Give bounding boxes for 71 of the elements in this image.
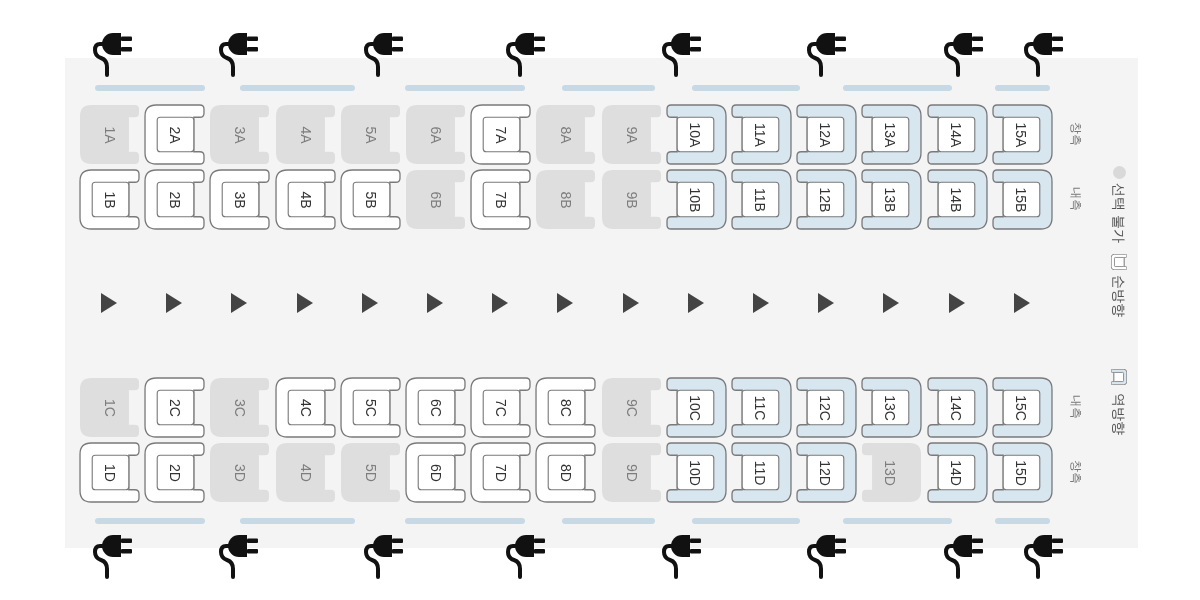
seat bbox=[405, 442, 466, 503]
seat-number: 12A bbox=[818, 122, 833, 147]
seat-number: 5C bbox=[363, 398, 378, 417]
seat-number: 15D bbox=[1013, 459, 1028, 486]
seat-number: 6A bbox=[429, 125, 443, 144]
seat-number: 9A bbox=[624, 125, 639, 144]
seat-number: 6D bbox=[429, 463, 443, 482]
seat-number: 5B bbox=[363, 190, 378, 209]
seat-number: 1B bbox=[103, 190, 117, 209]
seat bbox=[79, 169, 140, 230]
seat-number: 10C bbox=[687, 394, 702, 421]
seat-number: 12C bbox=[818, 394, 833, 421]
seat-number: 3B bbox=[233, 190, 248, 209]
seat-number: 13C bbox=[883, 394, 898, 421]
seat-number: 11A bbox=[753, 122, 767, 147]
seat-number: 11D bbox=[753, 460, 767, 485]
seat-number: 1A bbox=[103, 125, 117, 144]
seat-number: 8B bbox=[559, 190, 574, 209]
seat-number: 7C bbox=[494, 398, 509, 417]
seat-number: 15A bbox=[1013, 122, 1028, 147]
seat-number: 13A bbox=[883, 122, 898, 147]
seat-number: 14B bbox=[948, 187, 963, 212]
side-label: 내측 bbox=[1070, 187, 1082, 211]
seat-number: 13B bbox=[883, 187, 898, 212]
seat-number: 4A bbox=[298, 125, 313, 144]
side-label: 창측 bbox=[1070, 460, 1082, 484]
seat-number: 14D bbox=[948, 459, 963, 486]
seat-number: 8A bbox=[559, 125, 574, 144]
seat-number: 4D bbox=[298, 463, 313, 482]
seat-number: 7A bbox=[494, 125, 509, 144]
side-label: 창측 bbox=[1070, 122, 1082, 146]
seat-number: 8C bbox=[559, 398, 574, 417]
legend-label: 역방향 bbox=[1112, 393, 1126, 435]
seat-number: 12D bbox=[818, 459, 833, 486]
seat-number: 9B bbox=[624, 190, 639, 209]
seat-number: 2B bbox=[168, 190, 183, 209]
seat-number: 12B bbox=[818, 187, 833, 212]
seat-number: 11C bbox=[753, 395, 767, 420]
seat-number: 4B bbox=[298, 190, 313, 209]
seat-number: 10B bbox=[687, 187, 702, 212]
side-label: 내측 bbox=[1070, 395, 1082, 419]
seat-number: 3C bbox=[233, 398, 248, 417]
seat-number: 6B bbox=[429, 190, 443, 209]
seat-number: 15B bbox=[1013, 187, 1028, 212]
seat-number: 2A bbox=[168, 125, 183, 144]
seat-number: 8D bbox=[559, 463, 574, 482]
seat-number: 9D bbox=[624, 463, 639, 482]
seat-number: 11B bbox=[753, 187, 767, 212]
seat-number: 6C bbox=[429, 398, 443, 417]
seat-number: 7B bbox=[494, 190, 509, 209]
seat-number: 3D bbox=[233, 463, 248, 482]
seat bbox=[405, 377, 466, 438]
seat-number: 3A bbox=[233, 125, 248, 144]
seat-number: 13D bbox=[883, 459, 898, 486]
legend-label: 순방향 bbox=[1112, 275, 1126, 317]
seat-number: 1D bbox=[103, 463, 117, 482]
seat-number: 5A bbox=[363, 125, 378, 144]
seat-number: 5D bbox=[363, 463, 378, 482]
seat-number: 10A bbox=[687, 122, 702, 147]
seat-number: 4C bbox=[298, 398, 313, 417]
seat-number: 10D bbox=[687, 459, 702, 486]
legend-label: 선택 불가 bbox=[1112, 183, 1126, 243]
seat-number: 7D bbox=[494, 463, 509, 482]
seat-number: 14C bbox=[948, 394, 963, 421]
seat-number: 2D bbox=[168, 463, 183, 482]
seat-number: 2C bbox=[168, 398, 183, 417]
seat bbox=[79, 442, 140, 503]
seat-number: 1C bbox=[103, 398, 117, 417]
seat-number: 14A bbox=[948, 122, 963, 147]
seat-number: 9C bbox=[624, 398, 639, 417]
seat-number: 15C bbox=[1013, 394, 1028, 421]
